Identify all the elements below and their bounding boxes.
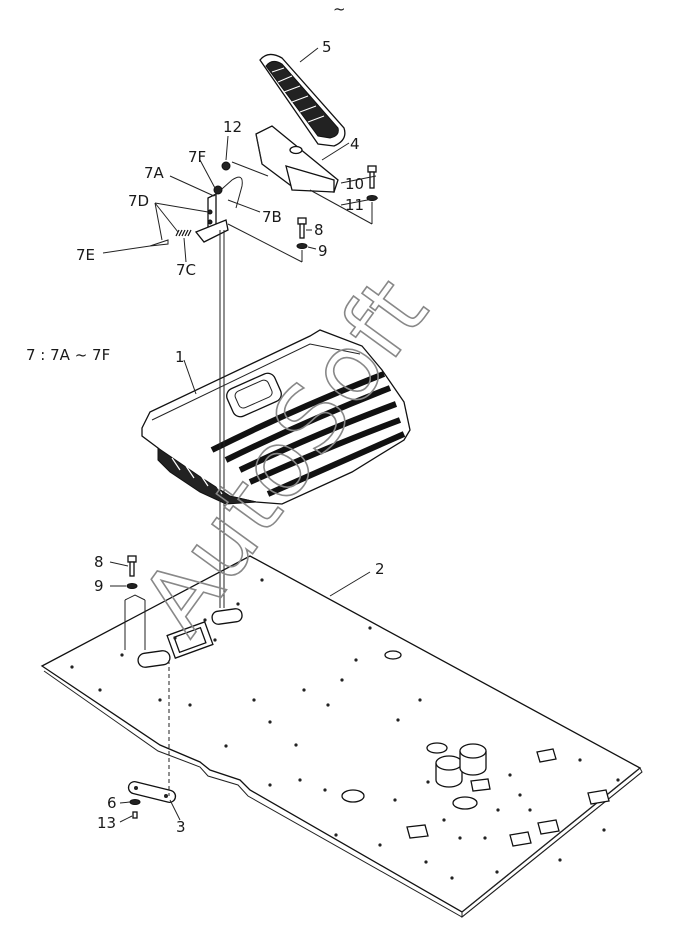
callout-9-lower: 9: [94, 577, 104, 595]
cover-plate-3: [127, 780, 177, 819]
callout-2: 2: [375, 560, 385, 578]
callout-6: 6: [107, 794, 117, 812]
pedal-bracket: [255, 125, 339, 193]
callout-8-upper: 8: [314, 221, 324, 239]
lever-assembly: [149, 161, 243, 247]
callout-8-lower: 8: [94, 553, 104, 571]
bolt-8-upper: [296, 217, 308, 249]
top-mark: ~: [333, 0, 346, 18]
pedal-pad: [259, 53, 346, 147]
callout-7b: 7B: [262, 208, 282, 226]
callout-7a: 7A: [144, 164, 165, 182]
cylinder-bosses: [435, 743, 487, 788]
bolt-10: [366, 165, 378, 201]
bolt-8-lower: [126, 555, 138, 589]
callout-13: 13: [97, 814, 116, 832]
callout-9-upper: 9: [318, 242, 328, 260]
callout-1: 1: [175, 348, 185, 366]
floor-plate: [40, 555, 643, 919]
callout-3: 3: [176, 818, 186, 836]
callout-4: 4: [350, 135, 360, 153]
callout-10: 10: [345, 175, 364, 193]
callout-5: 5: [322, 38, 332, 56]
floor-mat: [141, 329, 411, 505]
note-7a-7f: 7 : 7A ~ 7F: [26, 346, 110, 364]
callout-7e: 7E: [76, 246, 95, 264]
callout-11: 11: [345, 196, 364, 214]
callout-7c: 7C: [176, 261, 196, 279]
callout-7f: 7F: [188, 148, 206, 166]
callout-7d: 7D: [128, 192, 149, 210]
callout-12: 12: [223, 118, 242, 136]
